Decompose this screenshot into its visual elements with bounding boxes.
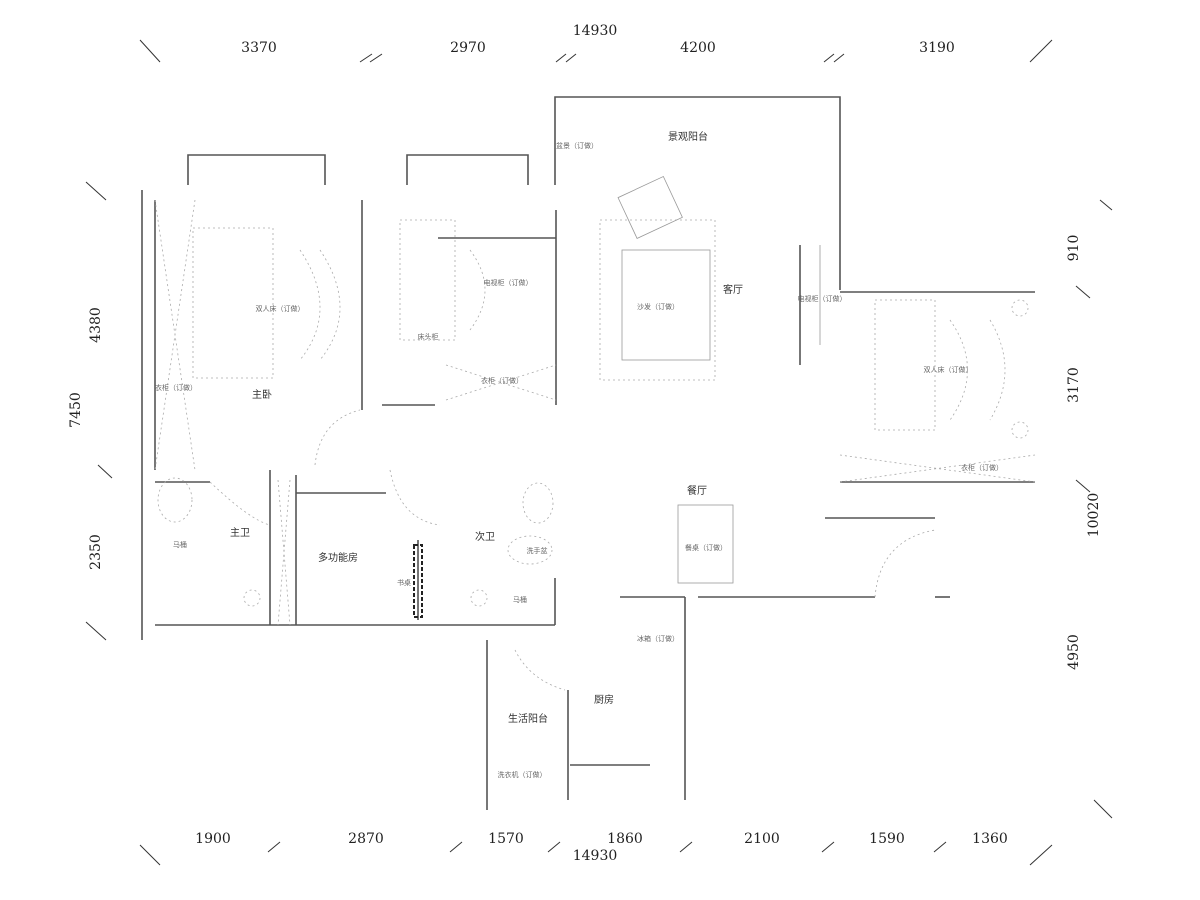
dim-right-1: 910 [1066, 235, 1082, 262]
dim-right-total: 10020 [1086, 493, 1102, 538]
furniture-outlines [154, 175, 1036, 691]
room-master-bath: 主卫 [230, 527, 250, 539]
room-utility-balcony: 生活阳台 [508, 712, 548, 725]
room-second-bath: 次卫 [475, 530, 495, 543]
label-bed-1: 双人床（订做） [256, 304, 305, 313]
dim-right-2: 3170 [1066, 367, 1082, 403]
dim-top-total: 14930 [573, 23, 618, 39]
label-toilet-2: 马桶 [513, 595, 527, 604]
label-plant: 盆景（订做） [556, 141, 598, 150]
dim-bottom-2: 2870 [348, 831, 384, 847]
room-dining-room: 餐厅 [687, 484, 707, 497]
label-fridge: 冰箱（订做） [637, 634, 679, 643]
dim-bottom-4: 1860 [607, 831, 643, 847]
dim-bottom-7: 1360 [972, 831, 1008, 847]
dim-bottom-3: 1570 [488, 831, 524, 847]
label-wardrobe-1: 衣柜（订做） [155, 383, 197, 392]
dim-left-2: 2350 [88, 534, 104, 570]
room-kitchen: 厨房 [594, 693, 614, 706]
label-nightstand: 床头柜 [418, 332, 439, 341]
label-basin: 洗手盆 [527, 546, 548, 555]
dim-top-1: 3370 [241, 40, 277, 56]
dimension-ticks [85, 39, 1113, 866]
dim-bottom-6: 1590 [869, 831, 905, 847]
dim-right-3: 4950 [1066, 634, 1082, 670]
dim-bottom-total: 14930 [573, 848, 618, 864]
label-bed-2: 双人床（订做） [924, 365, 973, 374]
room-landscape-balcony: 景观阳台 [668, 130, 708, 143]
room-multi-room: 多功能房 [318, 551, 358, 564]
walls [141, 96, 1035, 810]
label-tv-1: 电视柜（订做） [484, 278, 533, 287]
dim-left-total: 7450 [68, 392, 84, 428]
label-wardrobe-3: 衣柜（订做） [961, 463, 1003, 472]
dim-top-4: 3190 [919, 40, 955, 56]
dim-left-1: 4380 [88, 307, 104, 343]
label-washer: 洗衣机（订做） [498, 770, 547, 779]
dim-bottom-5: 2100 [744, 831, 780, 847]
dim-top-2: 2970 [450, 40, 486, 56]
label-sofa: 沙发（订做） [637, 302, 679, 311]
label-desk: 书桌 [397, 578, 411, 587]
label-tv-cabinet: 电视柜（订做） [798, 294, 847, 303]
room-living-room: 客厅 [723, 283, 743, 296]
room-master-bedroom: 主卧 [252, 388, 272, 401]
label-toilet-1: 马桶 [173, 540, 187, 549]
label-wardrobe-2: 衣柜（订做） [481, 376, 523, 385]
dim-bottom-1: 1900 [195, 831, 231, 847]
label-dining-table: 餐桌（订做） [685, 543, 727, 552]
dim-top-3: 4200 [680, 40, 716, 56]
